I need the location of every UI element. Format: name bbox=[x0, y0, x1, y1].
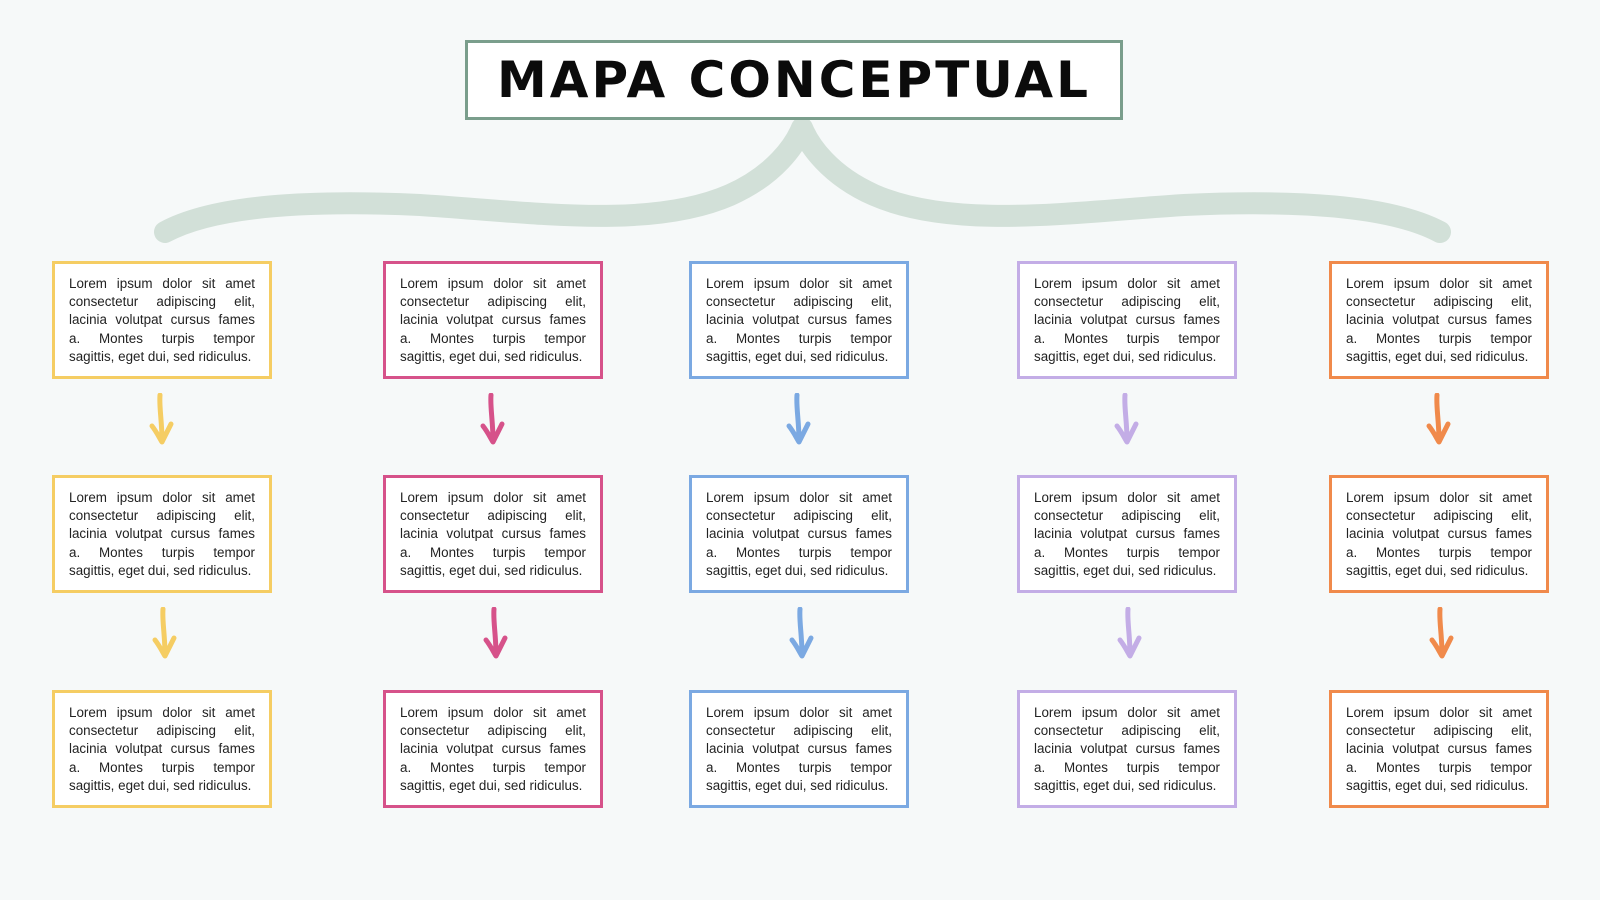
concept-node: Lorem ipsum dolor sit amet consectetur a… bbox=[1329, 261, 1549, 379]
down-arrow-icon bbox=[786, 393, 811, 445]
down-arrow-icon bbox=[149, 393, 174, 445]
down-arrow-icon bbox=[152, 607, 177, 659]
down-arrow-icon bbox=[480, 393, 505, 445]
down-arrow-icon bbox=[1429, 607, 1454, 659]
concept-node: Lorem ipsum dolor sit amet consectetur a… bbox=[1329, 475, 1549, 593]
concept-node: Lorem ipsum dolor sit amet consectetur a… bbox=[1017, 690, 1237, 808]
down-arrow-icon bbox=[483, 607, 508, 659]
concept-node: Lorem ipsum dolor sit amet consectetur a… bbox=[689, 261, 909, 379]
page-title: MAPA CONCEPTUAL bbox=[497, 51, 1091, 109]
down-arrow-icon bbox=[1426, 393, 1451, 445]
concept-node: Lorem ipsum dolor sit amet consectetur a… bbox=[52, 475, 272, 593]
concept-node: Lorem ipsum dolor sit amet consectetur a… bbox=[1017, 475, 1237, 593]
title-box: MAPA CONCEPTUAL bbox=[465, 40, 1123, 120]
concept-node: Lorem ipsum dolor sit amet consectetur a… bbox=[1017, 261, 1237, 379]
down-arrow-icon bbox=[789, 607, 814, 659]
concept-node: Lorem ipsum dolor sit amet consectetur a… bbox=[383, 475, 603, 593]
down-arrow-icon bbox=[1117, 607, 1142, 659]
concept-node: Lorem ipsum dolor sit amet consectetur a… bbox=[52, 261, 272, 379]
concept-node: Lorem ipsum dolor sit amet consectetur a… bbox=[383, 261, 603, 379]
concept-node: Lorem ipsum dolor sit amet consectetur a… bbox=[689, 475, 909, 593]
concept-node: Lorem ipsum dolor sit amet consectetur a… bbox=[383, 690, 603, 808]
brace-curve bbox=[154, 117, 1451, 243]
down-arrow-icon bbox=[1114, 393, 1139, 445]
concept-node: Lorem ipsum dolor sit amet consectetur a… bbox=[52, 690, 272, 808]
concept-node: Lorem ipsum dolor sit amet consectetur a… bbox=[1329, 690, 1549, 808]
concept-node: Lorem ipsum dolor sit amet consectetur a… bbox=[689, 690, 909, 808]
